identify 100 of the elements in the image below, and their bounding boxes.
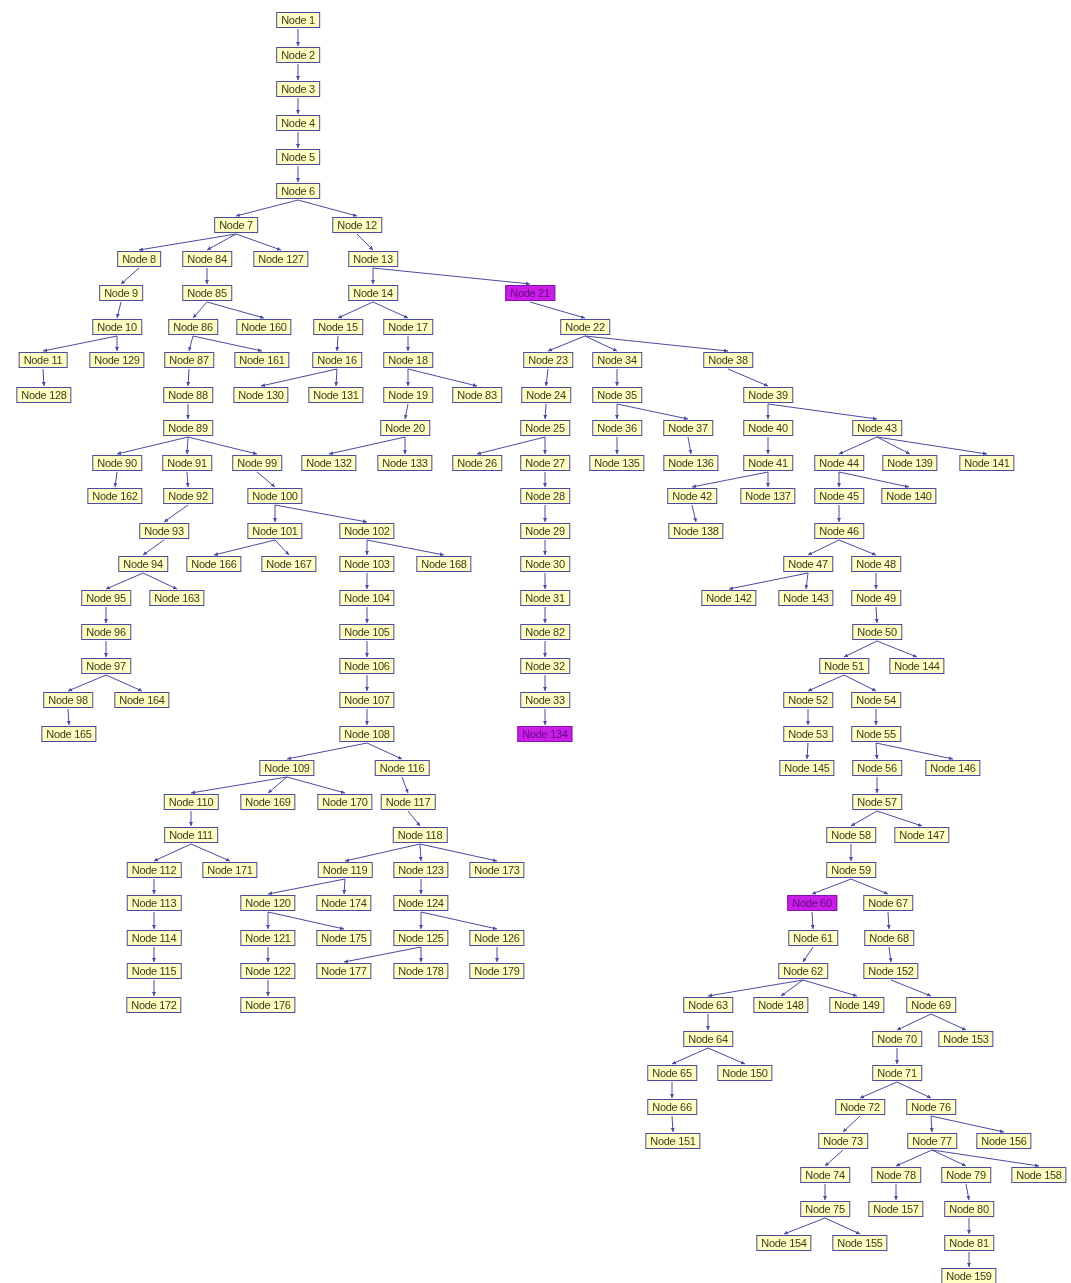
connector-arrow — [929, 1115, 934, 1133]
node-box: Node 176 — [240, 997, 296, 1013]
node-box: Node 46 — [814, 523, 864, 539]
node-box: Node 83 — [452, 387, 502, 403]
node-box: Node 166 — [186, 556, 242, 572]
node-box: Node 42 — [667, 488, 717, 504]
connector-arrow — [687, 436, 693, 455]
node-box: Node 61 — [788, 930, 838, 946]
connector-arrow — [967, 1217, 971, 1235]
node-box: Node 102 — [339, 523, 395, 539]
node-box: Node 168 — [416, 556, 472, 572]
connector-arrow — [476, 436, 546, 455]
node-box: Node 114 — [126, 930, 182, 946]
connector-arrow — [372, 301, 409, 319]
node-box: Node 39 — [743, 387, 793, 403]
connector-arrow — [186, 403, 190, 420]
connector-arrow — [337, 301, 374, 319]
node-box: Node 110 — [163, 794, 219, 810]
connector-arrow — [407, 368, 478, 387]
connector-arrow — [419, 843, 498, 863]
connector-arrow — [615, 436, 619, 455]
connector-arrow — [403, 436, 407, 455]
node-box: Node 148 — [753, 997, 809, 1013]
connector-arrow — [286, 742, 368, 761]
connector-arrow — [728, 572, 809, 591]
node-box: Node 146 — [925, 760, 981, 776]
connector-arrow — [876, 436, 988, 456]
connector-arrow — [192, 301, 208, 319]
node-box: Node 2 — [276, 47, 320, 63]
node-box: Node 87 — [164, 352, 214, 368]
connector-arrow — [896, 1013, 932, 1031]
connector-arrow — [42, 335, 118, 353]
node-box: Node 76 — [906, 1099, 956, 1115]
node-box: Node 14 — [348, 285, 398, 301]
node-box: Node 109 — [259, 760, 315, 776]
node-box: Node 68 — [864, 930, 914, 946]
connector-arrow — [420, 911, 498, 931]
connector-arrow — [616, 403, 689, 421]
node-box: Node 22 — [560, 319, 610, 335]
connector-arrow — [366, 539, 445, 557]
connector-arrow — [766, 471, 770, 488]
connector-arrow — [104, 640, 108, 658]
node-box: Node 156 — [976, 1133, 1032, 1149]
connector-arrow — [267, 776, 288, 794]
connector-arrow — [810, 911, 815, 930]
connector-arrow — [842, 1115, 861, 1133]
connector-arrow — [967, 1251, 971, 1268]
connector-arrow — [838, 471, 910, 489]
connector-arrow — [142, 572, 178, 590]
node-box: Node 73 — [818, 1133, 868, 1149]
node-box: Node 26 — [452, 455, 502, 471]
connector-arrow — [543, 436, 547, 455]
node-box: Node 129 — [89, 352, 145, 368]
node-box: Node 118 — [392, 827, 448, 843]
node-box: Node 88 — [163, 387, 213, 403]
node-box: Node 167 — [261, 556, 317, 572]
node-box: Node 81 — [944, 1235, 994, 1251]
connector-arrow — [328, 436, 406, 456]
connector-arrow — [260, 368, 338, 388]
node-box: Node 133 — [377, 455, 433, 471]
node-box: Node 130 — [233, 387, 289, 403]
connector-arrow — [365, 708, 369, 726]
node-box: Node 155 — [832, 1235, 888, 1251]
node-box: Node 72 — [835, 1099, 885, 1115]
connector-arrow — [780, 979, 804, 997]
connector-arrow — [418, 843, 423, 862]
connector-arrow — [838, 436, 878, 455]
connector-arrow — [931, 1149, 1040, 1168]
connector-arrow — [859, 1081, 898, 1099]
node-box: Node 63 — [683, 997, 733, 1013]
connector-arrow — [152, 878, 156, 895]
connector-arrow — [811, 878, 852, 895]
connector-arrow — [930, 1115, 1005, 1134]
node-box: Node 170 — [317, 794, 373, 810]
connector-arrow — [896, 1081, 932, 1099]
connector-arrow — [823, 1183, 827, 1201]
node-box: Node 141 — [959, 455, 1015, 471]
node-box: Node 90 — [92, 455, 142, 471]
connector-arrow — [138, 233, 237, 252]
node-box: Node 128 — [16, 387, 72, 403]
connector-arrow — [365, 539, 369, 556]
node-box: Node 164 — [114, 692, 170, 708]
connector-arrow — [190, 776, 288, 795]
node-box: Node 136 — [663, 455, 719, 471]
connector-arrow — [274, 504, 368, 524]
connector-arrow — [189, 810, 193, 827]
connector-arrow — [365, 572, 369, 590]
connector-arrow — [266, 911, 270, 930]
node-box: Node 154 — [756, 1235, 812, 1251]
node-box: Node 59 — [826, 862, 876, 878]
node-box: Node 27 — [520, 455, 570, 471]
connector-arrow — [296, 97, 300, 115]
connector-arrow — [206, 301, 265, 319]
connector-arrow — [192, 335, 263, 353]
node-box: Node 161 — [234, 352, 290, 368]
connector-arrow — [876, 640, 918, 658]
connector-arrow — [190, 843, 231, 862]
node-box: Node 51 — [819, 658, 869, 674]
node-box: Node 50 — [852, 624, 902, 640]
connector-arrow — [843, 674, 877, 692]
